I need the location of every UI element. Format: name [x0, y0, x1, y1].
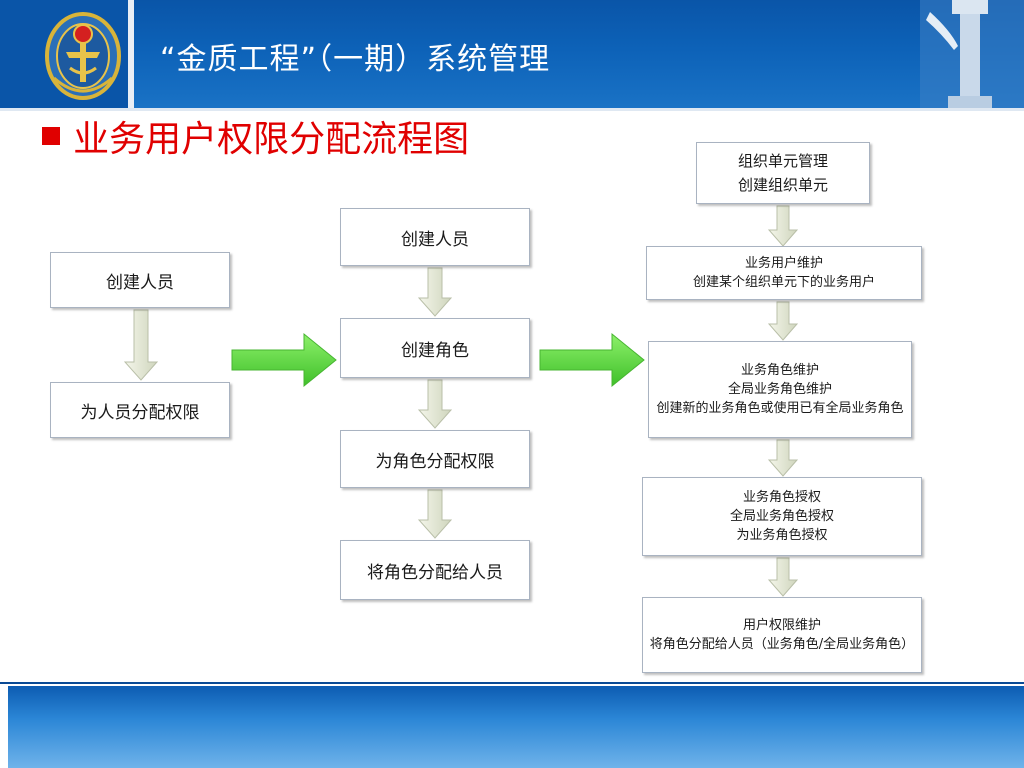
down-arrow-right-1 — [767, 205, 799, 247]
flow-box-mid-create-person: 创建人员 — [340, 208, 530, 266]
footer-line — [0, 682, 1024, 684]
flow-box-left-create-person: 创建人员 — [50, 252, 230, 308]
box-line: 业务用户维护 — [744, 256, 823, 271]
huabiao-pillar-icon — [920, 0, 1024, 110]
down-arrow-left-1 — [123, 309, 159, 381]
flow-box-right-user-permission: 用户权限维护 将角色分配给人员（业务角色/全局业务角色） — [642, 597, 922, 673]
flow-box-right-role-maintenance: 业务角色维护 全局业务角色维护 创建新的业务角色或使用已有全局业务角色 — [648, 341, 912, 438]
flow-box-right-org-unit: 组织单元管理 创建组织单元 — [696, 142, 870, 204]
box-line: 组织单元管理 — [737, 152, 828, 170]
box-line: 用户权限维护 — [742, 618, 821, 633]
flow-box-mid-assign-role: 将角色分配给人员 — [340, 540, 530, 600]
box-line: 业务角色授权 — [742, 490, 821, 505]
box-line: 全局业务角色授权 — [729, 509, 834, 524]
page-title-row: 业务用户权限分配流程图 — [42, 116, 469, 164]
down-arrow-right-2 — [767, 301, 799, 341]
box-line: 将角色分配给人员（业务角色/全局业务角色） — [649, 637, 915, 652]
flow-box-right-user-maintenance: 业务用户维护 创建某个组织单元下的业务用户 — [646, 246, 922, 300]
header-title: “金质工程”（一期）系统管理 — [160, 42, 551, 77]
header-bar — [0, 0, 1024, 110]
box-line: 创建新的业务角色或使用已有全局业务角色 — [656, 401, 904, 416]
box-line: 创建某个组织单元下的业务用户 — [692, 275, 875, 290]
down-arrow-mid-1 — [417, 267, 453, 317]
down-arrow-mid-2 — [417, 379, 453, 429]
right-arrow-green-2 — [539, 332, 645, 388]
flow-box-mid-role-permission: 为角色分配权限 — [340, 430, 530, 488]
page-title: 业务用户权限分配流程图 — [73, 119, 470, 160]
box-line: 业务角色维护 — [740, 363, 819, 378]
down-arrow-mid-3 — [417, 489, 453, 539]
red-square-bullet-icon — [42, 127, 60, 145]
down-arrow-right-3 — [767, 439, 799, 477]
down-arrow-right-4 — [767, 557, 799, 597]
flow-box-right-role-authorization: 业务角色授权 全局业务角色授权 为业务角色授权 — [642, 477, 922, 556]
right-arrow-green-1 — [231, 332, 337, 388]
footer-bar — [8, 686, 1024, 768]
header-separator — [0, 108, 1024, 111]
customs-emblem-icon — [45, 12, 121, 100]
flow-box-mid-create-role: 创建角色 — [340, 318, 530, 378]
box-line: 创建组织单元 — [737, 176, 828, 194]
box-line: 为业务角色授权 — [736, 528, 828, 543]
header-divider — [128, 0, 134, 110]
box-line: 全局业务角色维护 — [727, 382, 832, 397]
flow-box-left-assign-permission: 为人员分配权限 — [50, 382, 230, 438]
